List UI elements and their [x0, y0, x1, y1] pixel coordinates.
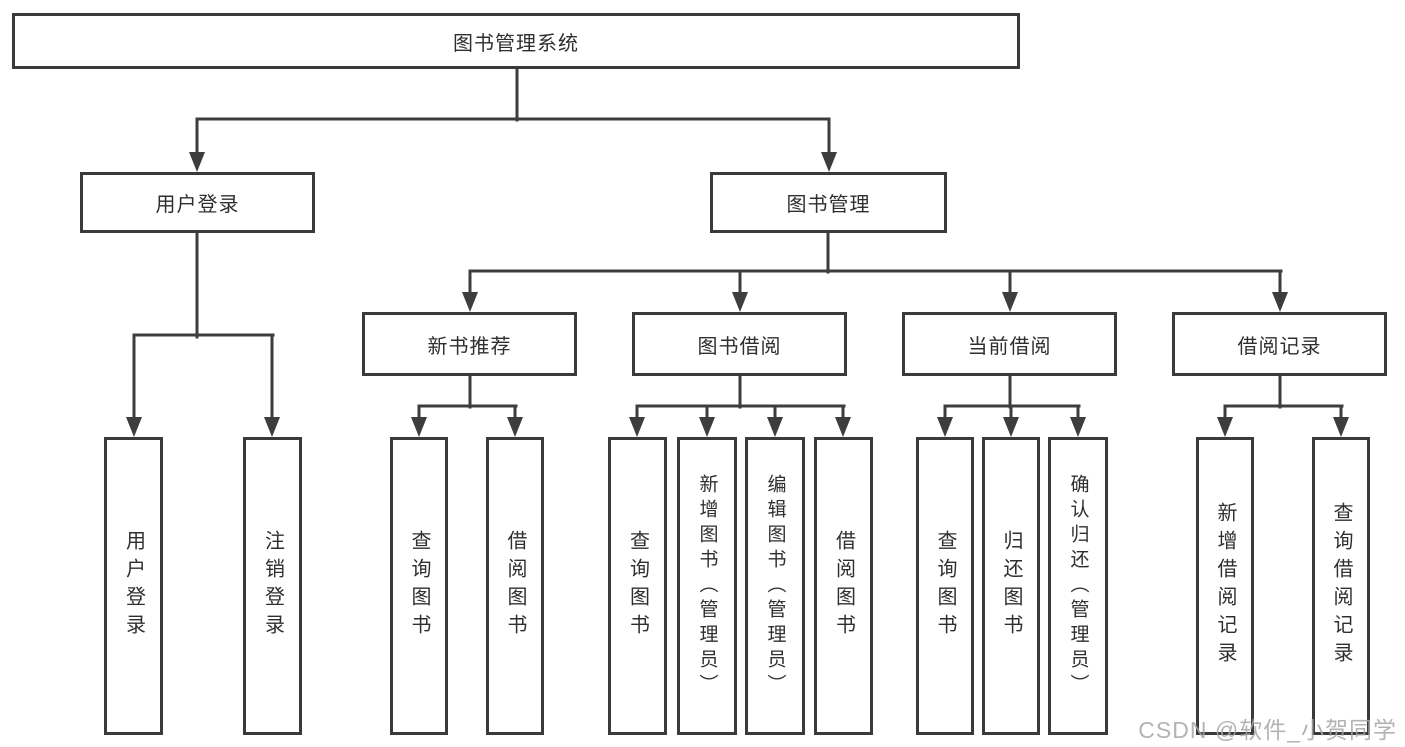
arrowhead-icon: [767, 417, 783, 437]
arrowhead-icon: [1333, 417, 1349, 437]
leaf-user-login: 用户登录: [104, 437, 163, 735]
arrowhead-icon: [126, 417, 142, 437]
arrowhead-icon: [1272, 292, 1288, 312]
arrowhead-icon: [835, 417, 851, 437]
arrowhead-icon: [189, 152, 205, 172]
arrowhead-icon: [462, 292, 478, 312]
node-new-book-recommendation: 新书推荐: [362, 312, 577, 376]
leaf-add-books-admin: 新增图书（管理员）: [677, 437, 737, 735]
leaf-query-books-recommend: 查询图书: [390, 437, 448, 735]
node-book-management-branch: 图书管理: [710, 172, 947, 233]
arrowhead-icon: [264, 417, 280, 437]
leaf-query-books-borrow: 查询图书: [608, 437, 667, 735]
node-library-management-system: 图书管理系统: [12, 13, 1020, 69]
node-borrowing-records: 借阅记录: [1172, 312, 1387, 376]
arrowhead-icon: [699, 417, 715, 437]
arrowhead-icon: [1002, 292, 1018, 312]
arrowhead-icon: [937, 417, 953, 437]
csdn-watermark: CSDN @软件_小贺同学: [1138, 717, 1397, 743]
leaf-query-borrow-record: 查询借阅记录: [1312, 437, 1370, 735]
node-user-login-branch: 用户登录: [80, 172, 315, 233]
leaf-add-borrow-record: 新增借阅记录: [1196, 437, 1254, 735]
arrowhead-icon: [629, 417, 645, 437]
arrowhead-icon: [732, 292, 748, 312]
leaf-borrow-books-recommend: 借阅图书: [486, 437, 544, 735]
arrowhead-icon: [411, 417, 427, 437]
arrowhead-icon: [1217, 417, 1233, 437]
leaf-borrow-books: 借阅图书: [814, 437, 873, 735]
leaf-edit-books-admin: 编辑图书（管理员）: [745, 437, 805, 735]
leaf-logout: 注销登录: [243, 437, 302, 735]
node-book-borrowing: 图书借阅: [632, 312, 847, 376]
leaf-query-books-current: 查询图书: [916, 437, 974, 735]
arrowhead-icon: [821, 152, 837, 172]
arrowhead-icon: [1070, 417, 1086, 437]
node-current-borrowing: 当前借阅: [902, 312, 1117, 376]
arrowhead-icon: [507, 417, 523, 437]
leaf-return-books: 归还图书: [982, 437, 1040, 735]
arrowhead-icon: [1003, 417, 1019, 437]
leaf-confirm-return-admin: 确认归还（管理员）: [1048, 437, 1108, 735]
